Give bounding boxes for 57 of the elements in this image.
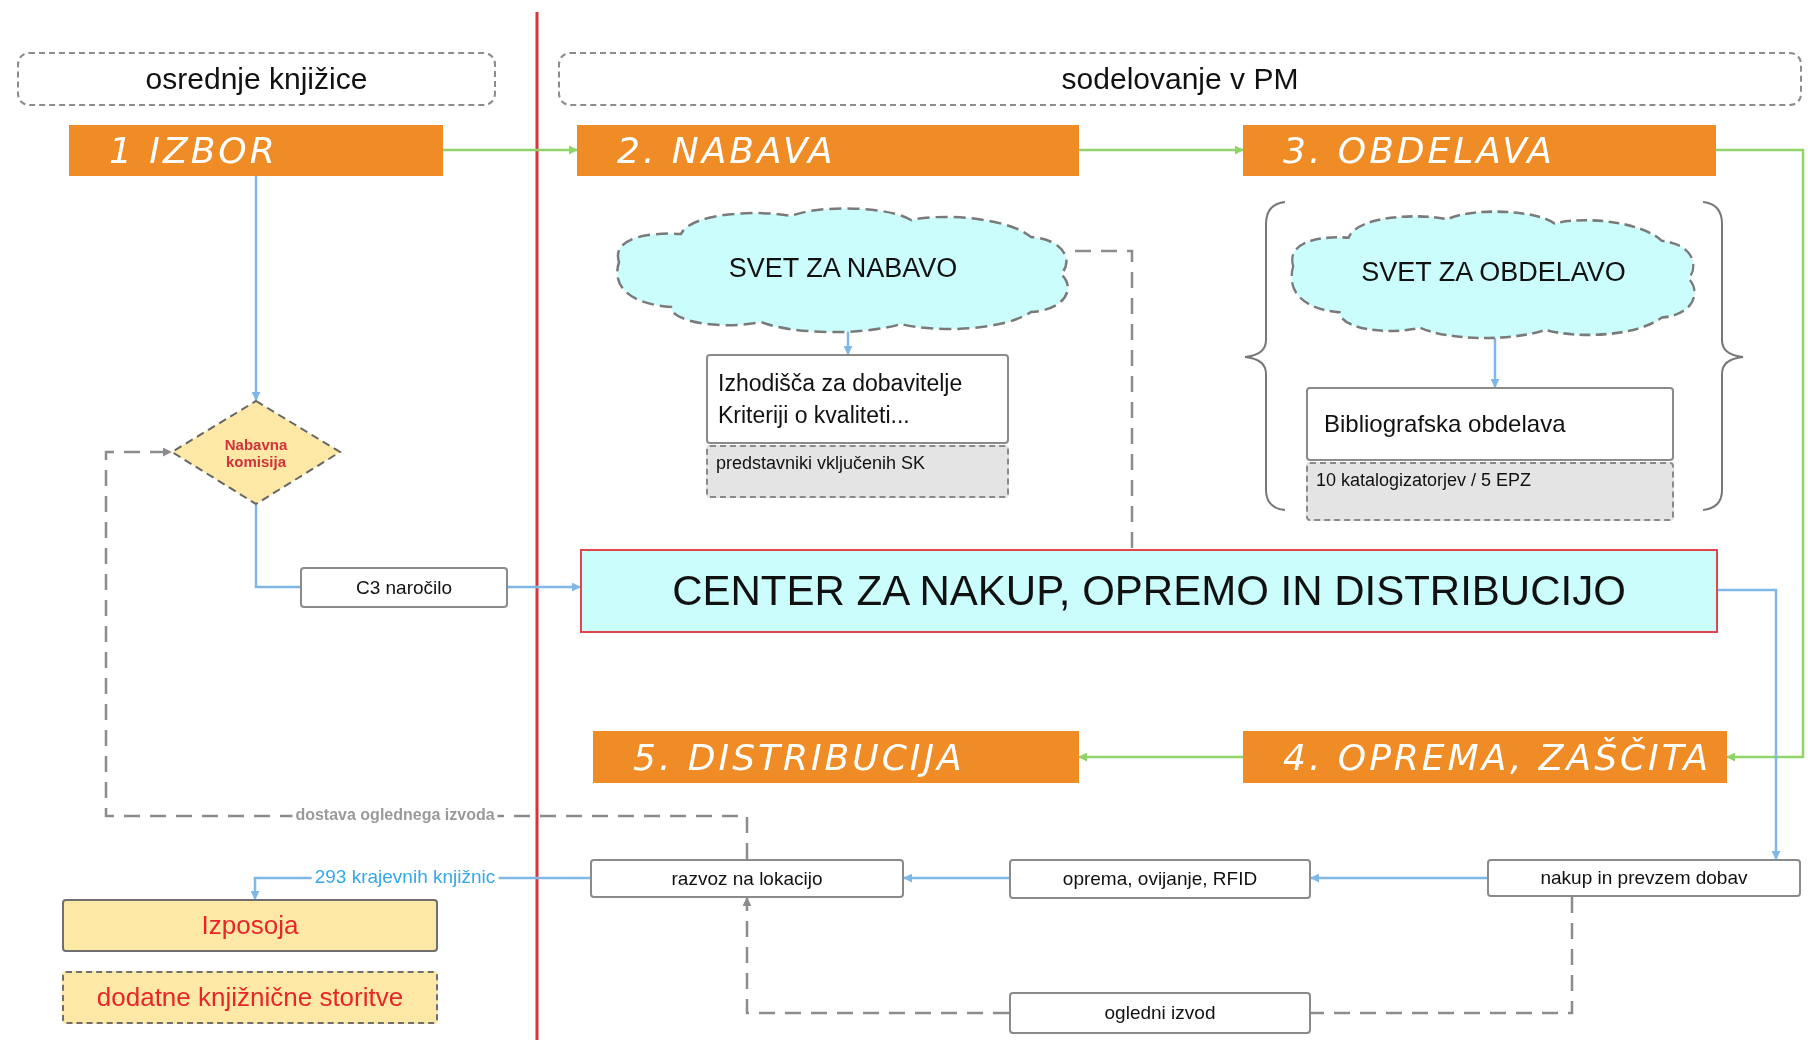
service-box	[62, 971, 438, 1024]
phase-box	[1243, 125, 1716, 176]
service-box	[62, 899, 438, 952]
arrow	[443, 145, 578, 155]
process-box	[300, 567, 508, 608]
phase-box	[593, 731, 1079, 783]
header-label: sodelovanje v PM	[1061, 62, 1299, 96]
node-label: Kriteriji o kvaliteti...	[718, 401, 910, 430]
node-label: SVET ZA OBDELAVO	[1361, 257, 1626, 288]
phase-title: 4. OPREMA, ZAŠČITA	[1283, 736, 1712, 778]
arrow	[508, 582, 581, 592]
process-box	[1306, 387, 1674, 461]
node-label: ogledni izvod	[1104, 1002, 1216, 1024]
node-label: razvoz na lokacijo	[671, 867, 823, 890]
phase-box	[69, 125, 443, 176]
header-band	[558, 52, 1802, 106]
phase-title: 2. NABAVA	[617, 130, 836, 171]
note-box	[1306, 462, 1674, 521]
decision-diamond	[171, 400, 341, 505]
arrow	[1078, 752, 1243, 762]
phase-box	[1243, 731, 1727, 783]
connector-line	[1075, 249, 1134, 549]
process-box	[1487, 859, 1801, 897]
node-label: 10 katalogizatorjev / 5 EPZ	[1316, 470, 1532, 491]
phase-box	[577, 125, 1079, 176]
node-label: nakup in prevzem dobav	[1540, 867, 1748, 889]
node-label: Izhodišča za dobavitelje	[718, 368, 963, 398]
arrow	[742, 897, 1009, 1015]
arrow	[1718, 588, 1781, 860]
phase-title: 3. OBDELAVA	[1283, 130, 1555, 171]
header-label: osrednje knjižice	[145, 62, 368, 96]
connector-line	[254, 505, 300, 589]
arrow	[251, 176, 261, 401]
process-box	[590, 859, 904, 898]
node-label: Bibliografska obdelava	[1324, 410, 1566, 438]
phase-title: 5. DISTRIBUCIJA	[633, 736, 965, 778]
arrow	[903, 873, 1009, 883]
edge-label: dostava oglednega izvoda	[292, 806, 498, 824]
node-label: CENTER ZA NAKUP, OPREMO IN DISTRIBUCIJO	[672, 567, 1626, 615]
connector-line	[1311, 897, 1574, 1015]
node-label: Izposoja	[201, 910, 299, 941]
process-box	[706, 354, 1009, 444]
arrow	[1310, 873, 1487, 883]
header-band	[17, 52, 496, 106]
note-box	[706, 445, 1009, 498]
node-label: Nabavna komisija	[223, 435, 289, 470]
arrow	[1079, 145, 1244, 155]
node-label: predstavniki vključenih SK	[716, 453, 926, 474]
process-box	[1009, 859, 1311, 899]
process-box	[1009, 992, 1311, 1034]
node-label: oprema, ovijanje, RFID	[1062, 868, 1258, 890]
arrow	[1716, 148, 1805, 762]
node-label: C3 naročilo	[355, 576, 453, 599]
phase-title: 1 IZBOR	[109, 130, 278, 171]
node-label: SVET ZA NABAVO	[728, 252, 958, 284]
center-box	[580, 549, 1718, 633]
node-label: dodatne knjižnične storitve	[96, 982, 404, 1013]
